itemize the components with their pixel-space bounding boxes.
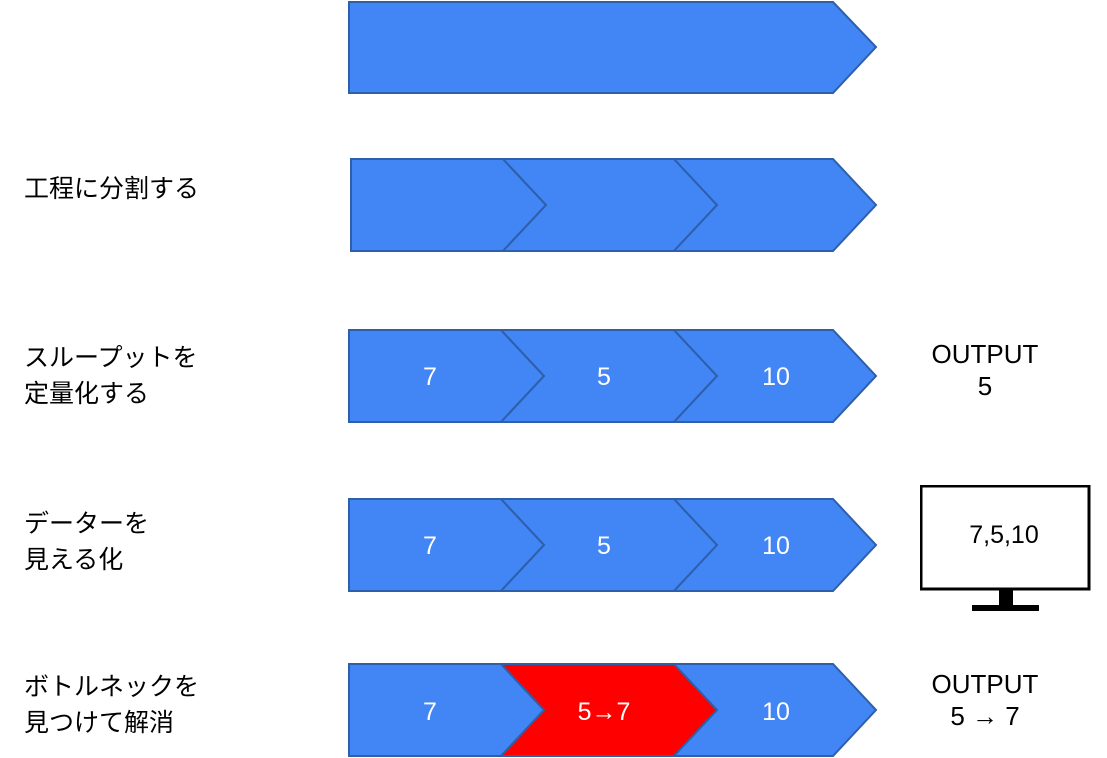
step-value-2: 5 [597, 363, 611, 391]
chevron-step-3 [671, 663, 878, 757]
row-label-visualize: データーを 見える化 [24, 509, 150, 574]
output-bottleneck: OUTPUT 5 → 7 [931, 669, 1039, 731]
step-value-3: 10 [762, 363, 790, 391]
chevron-step-3 [671, 329, 878, 423]
chevron-step-3 [671, 498, 878, 592]
chevron-row-split [350, 158, 878, 252]
row-label-throughput: スループットを 定量化する [24, 343, 198, 408]
step-value-3: 10 [762, 698, 790, 726]
step-value-1: 7 [423, 532, 437, 560]
step-value-3: 10 [762, 532, 790, 560]
step-value-1: 7 [423, 363, 437, 391]
monitor-icon [919, 484, 1091, 611]
row-label-bottleneck: ボトルネックを 見つけて解消 [24, 672, 200, 737]
process-arrow-whole [348, 1, 878, 94]
step-value-1: 7 [423, 698, 437, 726]
step-value-2: 5 [597, 532, 611, 560]
chevron-step-3 [671, 158, 878, 252]
row-label-split: 工程に分割する [24, 174, 200, 203]
step-value-2: 5→7 [578, 698, 631, 726]
monitor-display: 7,5,10 [919, 484, 1093, 613]
chevron-row-bottleneck: 7 5→7 10 [348, 663, 878, 757]
chevron-row-throughput: 7 5 10 [348, 329, 878, 423]
chevron-row-visualize: 7 5 10 [348, 498, 878, 592]
output-throughput: OUTPUT 5 [931, 339, 1039, 401]
monitor-value: 7,5,10 [969, 521, 1039, 549]
